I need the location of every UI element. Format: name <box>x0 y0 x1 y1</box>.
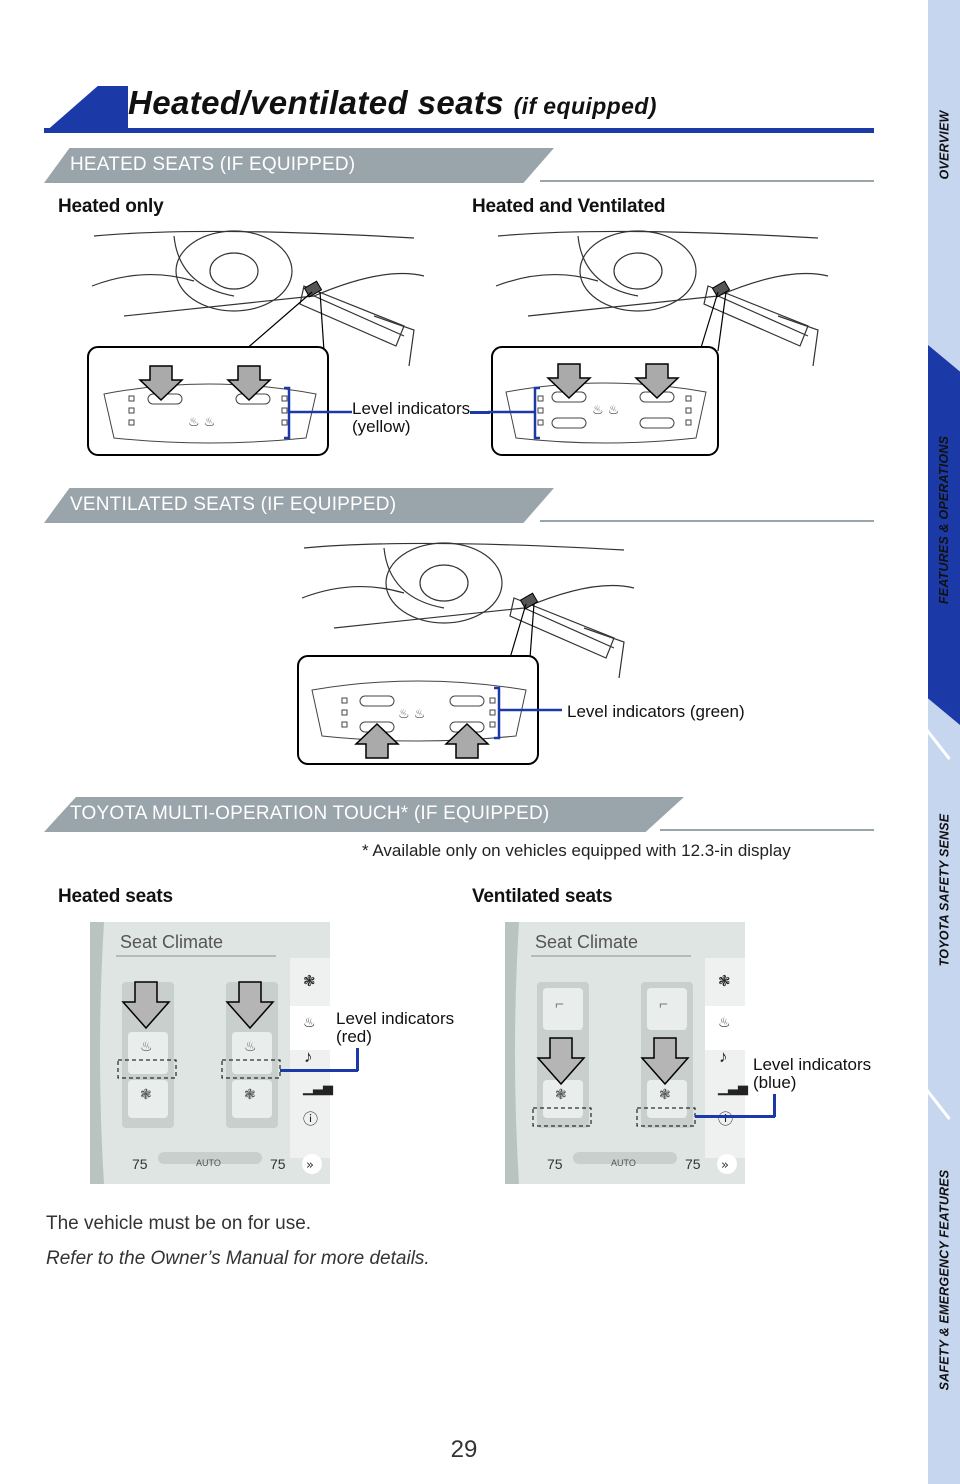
label-heated-only: Heated only <box>58 196 164 217</box>
footnote: * Available only on vehicles equipped wi… <box>362 841 791 860</box>
svg-text:♨ ♨: ♨ ♨ <box>398 707 425 722</box>
seat-heat-icon[interactable]: ♨ <box>303 1014 316 1030</box>
seat-vent-icon: ❃ <box>555 1086 567 1102</box>
screen-graphics: » <box>90 922 330 1184</box>
callout-red: Level indicators (red) <box>336 1009 455 1046</box>
screen-graphics: » <box>505 922 745 1184</box>
side-tab-features[interactable]: FEATURES & OPERATIONS <box>937 435 951 605</box>
seat-vent-icon: ❃ <box>140 1086 152 1102</box>
title-wedge <box>44 86 128 133</box>
callout-line <box>695 1115 775 1118</box>
auto-label[interactable]: AUTO <box>611 1158 636 1168</box>
side-tab-features-active-bg <box>928 345 960 725</box>
body-line-2: Refer to the Owner’s Manual for more det… <box>46 1248 430 1269</box>
section-rule <box>540 180 874 182</box>
seat-climate-screen-ventilated: » Seat Climate ❃ ♨ ♪ ▁▃▅ ⓘ 75 AUTO 75 ⌐ … <box>505 922 748 1184</box>
svg-text:»: » <box>306 1158 314 1173</box>
seat-vent-icon: ❃ <box>244 1086 256 1102</box>
seat-heat-icon[interactable]: ♨ <box>718 1014 731 1030</box>
side-tab-overview[interactable]: OVERVIEW <box>937 110 952 180</box>
section-rule <box>540 520 874 522</box>
label-heated-seats: Heated seats <box>58 886 173 907</box>
svg-text:»: » <box>721 1158 729 1173</box>
title-sub: (if equipped) <box>513 93 657 119</box>
label-heated-and-ventilated: Heated and Ventilated <box>472 196 666 217</box>
svg-text:♨ ♨: ♨ ♨ <box>188 415 215 430</box>
section-rule <box>660 829 874 831</box>
temp-right: 75 <box>685 1156 701 1172</box>
callout-yellow: Level indicators (yellow) <box>352 399 471 436</box>
callout-green: Level indicators (green) <box>567 702 745 721</box>
title-main: Heated/ventilated seats <box>128 84 505 121</box>
side-tab-emergency[interactable]: SAFETY & EMERGENCY FEATURES <box>937 1169 951 1391</box>
music-icon[interactable]: ♪ <box>304 1047 313 1066</box>
fan-icon[interactable]: ❃ <box>303 973 316 990</box>
info-icon[interactable]: ⓘ <box>718 1111 734 1128</box>
equalizer-icon[interactable]: ▁▃▅ <box>303 1080 333 1095</box>
page-number: 29 <box>450 1436 478 1463</box>
temp-left: 75 <box>547 1156 563 1172</box>
callout-line <box>773 1094 776 1117</box>
label-ventilated-seats: Ventilated seats <box>472 886 613 907</box>
equalizer-icon[interactable]: ▁▃▅ <box>718 1080 748 1095</box>
section-header-heated: HEATED SEATS (IF EQUIPPED) <box>44 148 554 183</box>
page-title: Heated/ventilated seats (if equipped) <box>128 84 657 122</box>
fan-icon[interactable]: ❃ <box>718 973 731 990</box>
section-header-ventilated: VENTILATED SEATS (IF EQUIPPED) <box>44 488 554 523</box>
seat-heat-icon: ♨ <box>244 1038 257 1054</box>
temp-left: 75 <box>132 1156 148 1172</box>
seat-heat-icon: ♨ <box>140 1038 153 1054</box>
temp-right: 75 <box>270 1156 286 1172</box>
callout-line <box>280 1069 358 1072</box>
seat-vent-icon: ❃ <box>659 1086 671 1102</box>
title-underline <box>44 128 874 133</box>
screen-title: Seat Climate <box>535 932 639 952</box>
heated-only-illustration: ♨ ♨ <box>87 230 425 456</box>
section-header-touch: TOYOTA MULTI-OPERATION TOUCH* (IF EQUIPP… <box>44 797 684 832</box>
screen-title: Seat Climate <box>120 932 224 952</box>
callout-line <box>470 411 490 414</box>
music-icon[interactable]: ♪ <box>719 1047 728 1066</box>
heated-ventilated-illustration: ♨ ♨ <box>488 230 829 456</box>
callout-blue: Level indicators (blue) <box>753 1055 872 1092</box>
auto-label[interactable]: AUTO <box>196 1158 221 1168</box>
svg-text:♨ ♨: ♨ ♨ <box>592 403 619 418</box>
seat-outline-icon: ⌐ <box>659 996 668 1013</box>
ventilated-illustration: ♨ ♨ <box>297 542 635 765</box>
seat-climate-screen-heated: » Seat Climate ❃ ♨ ♪ ▁▃▅ ⓘ 75 AUTO 75 ♨ … <box>90 922 333 1184</box>
body-line-1: The vehicle must be on for use. <box>46 1213 312 1234</box>
info-icon[interactable]: ⓘ <box>303 1111 319 1128</box>
callout-line <box>356 1048 359 1071</box>
seat-outline-icon: ⌐ <box>555 996 564 1013</box>
side-tab-safety-sense[interactable]: TOYOTA SAFETY SENSE <box>937 813 952 967</box>
